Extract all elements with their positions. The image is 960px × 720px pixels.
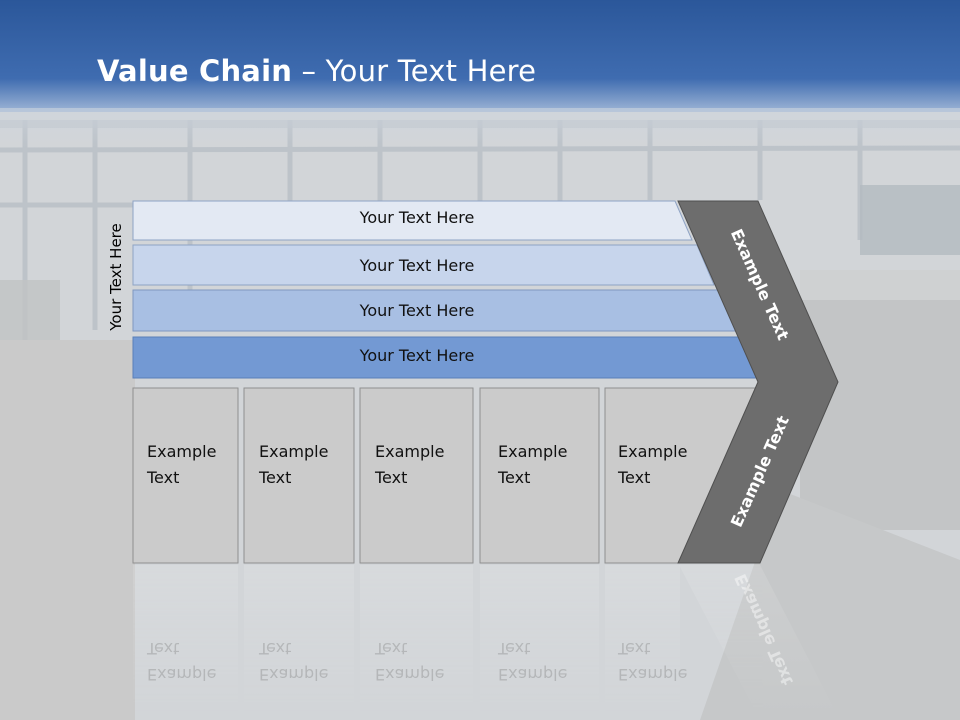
column-box-4-reflection: Example Text [498,635,567,687]
column-box-3 [359,387,474,564]
column-box-1-reflection-line-1: Example [147,665,217,684]
column-box-4 [479,387,600,564]
header-bar [0,0,960,112]
title-bold: Value Chain [97,54,293,88]
column-box-1-reflection: Example Text [147,635,216,687]
column-box-2 [243,387,355,564]
chevron-arrow [677,200,839,564]
column-box-3-reflection-line-2: Text [375,639,408,658]
column-box-1-line-1: Example [147,442,217,461]
column-box-5-line-2: Text [618,468,651,487]
column-box-3-reflection-line-1: Example [375,665,445,684]
band-4-label: Your Text Here [359,346,475,365]
band-2-label: Your Text Here [359,256,475,275]
reflection [133,565,840,720]
column-box-5-reflection-line-2: Text [618,639,651,658]
band-1 [132,200,693,241]
column-box-1-reflection-line-2: Text [147,639,180,658]
column-box-2-reflection-line-1: Example [259,665,329,684]
column-box-5-reflection: Example Text [618,635,687,687]
column-box-2-reflection: Example Text [259,635,328,687]
column-box-1-line-2: Text [147,468,180,487]
band-1-label: Your Text Here [359,208,475,227]
vertical-label-text: Your Text Here [107,223,125,331]
vertical-label: Your Text Here [104,202,128,352]
column-box-4-line-1: Example [498,442,568,461]
column-box-4-reflection-line-1: Example [498,665,568,684]
column-box-2-line-1: Example [259,442,329,461]
header-fade [0,108,960,148]
column-box-1 [132,387,239,564]
column-box-5-reflection-line-1: Example [618,665,688,684]
column-box-3-reflection: Example Text [375,635,444,687]
band-3-label: Your Text Here [359,301,475,320]
column-box-4-reflection-line-2: Text [498,639,531,658]
column-box-3-line-1: Example [375,442,445,461]
title-rest: – Your Text Here [292,54,537,88]
column-box-3-line-2: Text [375,468,408,487]
column-box-5-line-1: Example [618,442,688,461]
band-2 [132,244,715,286]
slide-title: Value Chain – Your Text Here [97,54,536,88]
column-box-4-line-2: Text [498,468,531,487]
column-box-2-reflection-line-2: Text [259,639,292,658]
column-box-2-line-2: Text [259,468,292,487]
